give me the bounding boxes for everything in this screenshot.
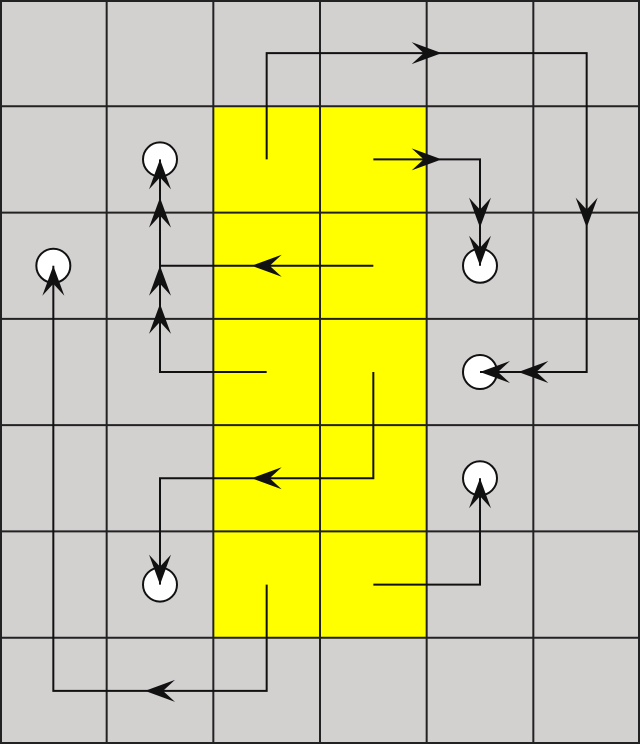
arrowhead bbox=[149, 197, 171, 228]
arrowhead bbox=[42, 265, 65, 296]
arrowhead bbox=[518, 361, 549, 383]
arrowhead bbox=[145, 679, 175, 702]
arrowhead bbox=[149, 159, 171, 190]
arrowhead bbox=[411, 42, 442, 65]
grid-cell bbox=[106, 0, 214, 107]
arrow-path-left-l bbox=[149, 265, 267, 373]
path-line bbox=[159, 265, 267, 373]
path-line bbox=[159, 159, 374, 267]
grid-cell bbox=[0, 0, 107, 107]
grid-cell bbox=[533, 531, 640, 638]
arrow-path-down-left-hook bbox=[149, 372, 375, 585]
arrow-path-bottom-loop bbox=[42, 265, 268, 702]
arrowhead bbox=[149, 303, 171, 334]
arrowhead bbox=[251, 467, 282, 490]
grid-cell bbox=[533, 637, 640, 744]
arrowhead bbox=[149, 554, 171, 585]
arrowhead bbox=[469, 478, 491, 509]
path-line bbox=[265, 52, 588, 373]
arrow-paths bbox=[42, 42, 598, 702]
arrowhead bbox=[251, 254, 282, 277]
path-line bbox=[373, 478, 481, 586]
arrowhead bbox=[575, 197, 598, 228]
arrowhead bbox=[480, 361, 510, 383]
arrowhead bbox=[469, 197, 491, 228]
grid-cell bbox=[533, 425, 640, 532]
arrow-path-bottom-right-hook bbox=[373, 478, 491, 586]
arrow-path-top-loop bbox=[265, 42, 598, 383]
path-line bbox=[373, 158, 481, 266]
arrowhead bbox=[411, 148, 442, 171]
arrowhead bbox=[469, 235, 491, 266]
grid-cell bbox=[426, 637, 534, 744]
grid-cell bbox=[320, 637, 427, 744]
arrowhead bbox=[149, 265, 171, 296]
grid-cell bbox=[0, 106, 107, 213]
arrow-path-left-up-branch bbox=[149, 159, 374, 277]
arrow-path-right-hook bbox=[373, 148, 491, 266]
